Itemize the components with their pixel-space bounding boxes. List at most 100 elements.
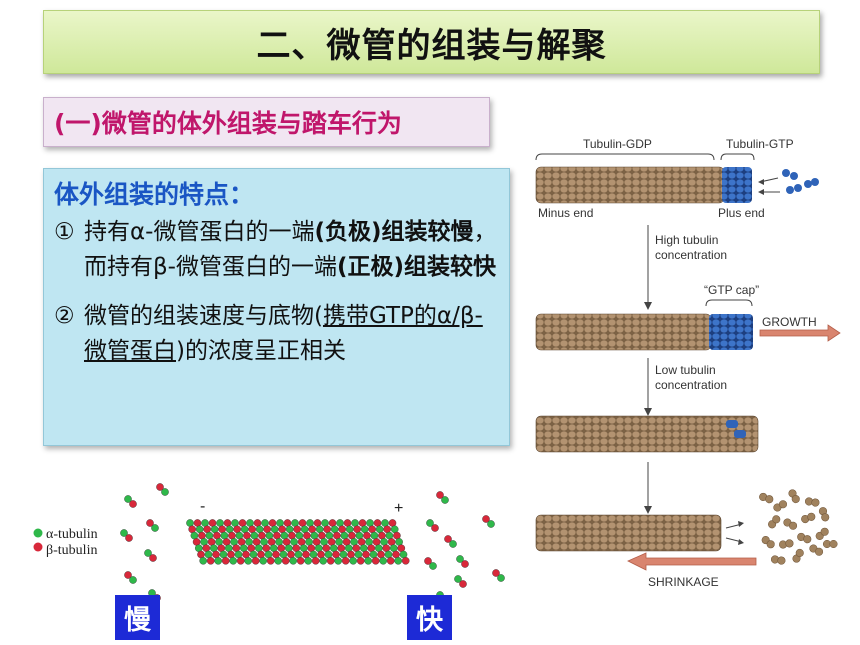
item-number: ② — [54, 303, 75, 329]
tubulin-subunit — [304, 557, 313, 565]
item1-minus-end: (负极)组装较慢 — [314, 219, 474, 245]
gdp-dimer — [778, 539, 794, 549]
tubulin-subunit — [349, 557, 358, 565]
label-high-conc-1: High tubulin — [655, 233, 718, 247]
microtubule-diagram: Tubulin-GDP Tubulin-GTP Minus end Plus e… — [535, 137, 841, 589]
tubulin-subunit — [364, 557, 373, 565]
growth-arrow — [759, 324, 841, 342]
label-gtp-cap: “GTP cap” — [704, 283, 759, 297]
tubulin-subunit — [206, 557, 215, 565]
gtp-remnant — [734, 430, 746, 438]
microtubule-1-gdp — [535, 166, 725, 204]
microtubule-3 — [535, 415, 759, 453]
tubulin-subunit — [386, 557, 395, 565]
gtp-remnant — [726, 420, 738, 428]
free-dimer — [124, 571, 137, 584]
label-minus-end: Minus end — [538, 206, 593, 220]
subtitle-banner: (一)微管的体外组装与踏车行为 — [43, 97, 490, 147]
beta-tubulin-label: β-tubulin — [46, 543, 97, 558]
tubulin-subunit — [341, 557, 350, 565]
label-shrinkage: SHRINKAGE — [648, 575, 719, 589]
bracket-gtp — [720, 153, 755, 161]
tubulin-subunit — [334, 557, 343, 565]
tubulin-subunit — [229, 557, 237, 565]
label-high-conc-2: concentration — [655, 248, 727, 262]
tubulin-subunit — [214, 557, 222, 565]
gdp-dimer — [761, 536, 775, 549]
label-low-conc-2: concentration — [655, 378, 727, 392]
minus-sign: - — [200, 498, 205, 515]
alpha-legend-dot — [33, 528, 43, 538]
tubulin-subunit — [281, 557, 290, 565]
item1-part1: 持有α-微管蛋白的一端 — [84, 219, 315, 245]
free-dimer — [146, 519, 159, 532]
item1-plus-end: (正极)组装较快 — [336, 254, 497, 280]
free-dimer — [454, 575, 467, 588]
free-dimer — [156, 483, 169, 496]
tubulin-subunit — [221, 557, 230, 565]
tubulin-subunit — [379, 557, 388, 565]
features-panel: 体外组装的特点： ① 持有α-微管蛋白的一端(负极)组装较慢，而持有β-微管蛋白… — [43, 168, 510, 446]
tubulin-subunit — [311, 557, 320, 565]
tubulin-illustration: α-tubulin β-tubulin - + — [33, 483, 505, 604]
tubulin-subunit — [394, 557, 403, 565]
feature-item-1: ① 持有α-微管蛋白的一端(负极)组装较慢，而持有β-微管蛋白的一端(正极)组装… — [54, 215, 499, 285]
gdp-dimer — [809, 544, 824, 556]
free-dimer — [426, 519, 439, 532]
tubulin-subunit — [266, 557, 275, 565]
released-gdp-dimers — [759, 489, 838, 565]
tubulin-subunit — [289, 557, 298, 565]
tubulin-subunit — [199, 557, 207, 565]
gdp-dimer — [801, 512, 816, 524]
gdp-dimer — [804, 497, 820, 507]
features-heading: 体外组装的特点： — [54, 180, 255, 209]
free-gtp-dimers — [782, 169, 819, 194]
free-dimer — [120, 529, 133, 542]
gdp-dimer — [815, 527, 829, 540]
item2-part3: )的浓度呈正相关 — [176, 338, 346, 364]
microtubule-2-gtp-cap — [709, 314, 753, 350]
label-plus-end: Plus end — [718, 206, 765, 220]
microtubule-2-gdp — [535, 313, 712, 351]
gdp-dimer — [768, 515, 781, 529]
free-dimer — [492, 569, 505, 582]
gdp-dimer — [792, 548, 804, 563]
item-text: 持有α-微管蛋白的一端(负极)组装较慢，而持有β-微管蛋白的一端(正极)组装较快 — [84, 215, 499, 285]
free-dimer — [456, 555, 469, 568]
item2-part1: 微管的组装速度与底物( — [84, 303, 323, 329]
tubulin-subunit — [371, 557, 380, 565]
tubulin-subunit — [274, 557, 282, 565]
gdp-dimer — [788, 489, 800, 504]
tubulin-subunit — [296, 557, 305, 565]
item-number: ① — [54, 219, 75, 245]
free-dimer — [144, 549, 157, 562]
page-title: 二、微管的组装与解聚 — [256, 25, 607, 66]
shrinkage-arrow — [627, 552, 757, 571]
section-subtitle: (一)微管的体外组装与踏车行为 — [54, 109, 402, 138]
bracket-gtp-cap — [705, 299, 753, 307]
label-growth: GROWTH — [762, 315, 817, 329]
plus-sign: + — [394, 500, 403, 517]
fast-tag: 快 — [407, 595, 452, 640]
item1-part3: ，而持有β-微管蛋白的一端 — [84, 219, 497, 280]
label-low-conc-1: Low tubulin — [655, 363, 716, 377]
tubulin-subunit — [244, 557, 252, 565]
label-tubulin-gtp: Tubulin-GTP — [726, 137, 794, 151]
gdp-dimer — [818, 507, 830, 522]
microtubule-4 — [535, 514, 722, 552]
microtubule-1-gtp — [722, 167, 752, 203]
tubulin-subunit — [401, 557, 410, 565]
tubulin-subunit — [251, 557, 260, 565]
free-dimer — [124, 495, 137, 508]
alpha-tubulin-label: α-tubulin — [46, 527, 98, 542]
gdp-dimer — [759, 492, 774, 504]
item2-substrate: 携带GTP的α/β-微管蛋白 — [84, 303, 483, 364]
free-dimer — [436, 491, 449, 504]
free-dimer — [482, 515, 495, 528]
slow-tag: 慢 — [115, 595, 160, 640]
free-dimer — [424, 557, 437, 570]
label-tubulin-gdp: Tubulin-GDP — [583, 137, 652, 151]
gdp-dimer — [822, 539, 838, 549]
tubulin-subunit — [319, 557, 328, 565]
tubulin-subunit — [236, 557, 245, 565]
